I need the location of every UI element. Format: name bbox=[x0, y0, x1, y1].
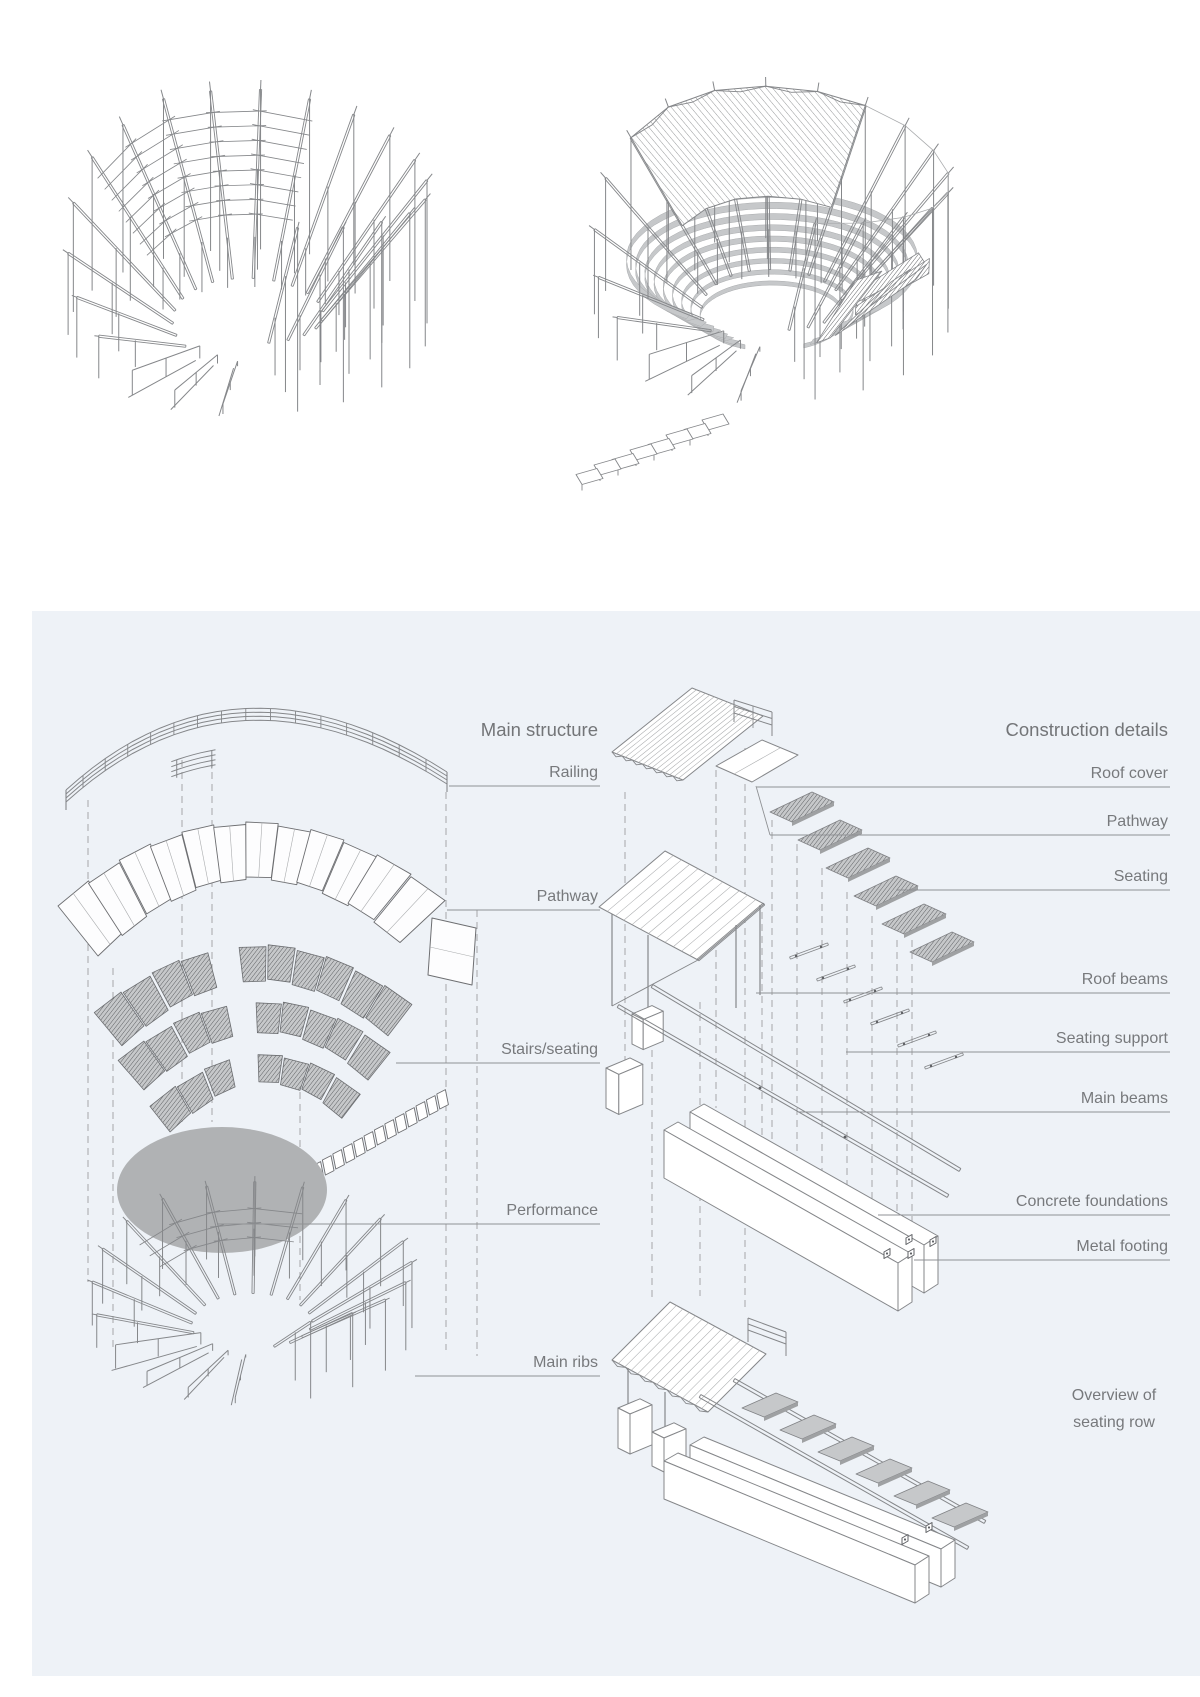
label-stairs-seating: Stairs/seating bbox=[501, 1041, 598, 1058]
roof-beams-piece bbox=[598, 850, 766, 1024]
label-metal-footing: Metal footing bbox=[1076, 1238, 1168, 1255]
label-seating-support: Seating support bbox=[1055, 1030, 1168, 1047]
label-main-ribs: Main ribs bbox=[533, 1354, 598, 1371]
pathway-plate-piece bbox=[715, 739, 799, 783]
label-pathway: Pathway bbox=[536, 888, 598, 905]
structure-ribs bbox=[588, 76, 954, 403]
seating-rows-bands bbox=[626, 190, 918, 350]
label-roof-cover: Roof cover bbox=[1090, 765, 1168, 782]
stair-flights bbox=[816, 252, 930, 344]
dashed-guides bbox=[624, 748, 913, 1310]
overview-caption-line2: seating row bbox=[1073, 1414, 1155, 1431]
performance-area bbox=[117, 1127, 327, 1253]
overview-caption-line1: Overview of bbox=[1071, 1387, 1157, 1404]
roof-cover-piece bbox=[611, 687, 764, 782]
pathway-piece bbox=[57, 821, 477, 986]
label-pathway-detail: Pathway bbox=[1106, 813, 1168, 830]
concrete-foundations-piece bbox=[663, 1103, 939, 1312]
label-concrete-foundations: Concrete foundations bbox=[1015, 1193, 1168, 1210]
rim-line bbox=[815, 105, 949, 224]
descending-walkway bbox=[575, 413, 730, 491]
hanging-concrete-block-1 bbox=[631, 1005, 664, 1051]
overview-seating-row-assembly bbox=[611, 1301, 989, 1604]
label-roof-beams: Roof beams bbox=[1081, 971, 1168, 988]
construction-details-title: Construction details bbox=[1005, 719, 1168, 740]
stairs-seating-piece bbox=[93, 944, 413, 1133]
seating-plates-piece bbox=[769, 791, 975, 966]
top-right-complete-drawing bbox=[575, 76, 954, 491]
label-main-beams: Main beams bbox=[1080, 1090, 1168, 1107]
hanging-concrete-block-2 bbox=[605, 1057, 644, 1115]
label-railing: Railing bbox=[549, 764, 598, 781]
seating-support-piece bbox=[789, 942, 964, 1070]
label-seating: Seating bbox=[1113, 868, 1168, 885]
dashed-guides bbox=[87, 760, 478, 1356]
railing-piece bbox=[65, 707, 448, 810]
main-structure-title: Main structure bbox=[480, 719, 598, 740]
main-structure-exploded-diagram bbox=[57, 707, 478, 1406]
railing-segment-piece bbox=[171, 749, 216, 778]
main-beams-piece bbox=[616, 984, 962, 1198]
main-ribs-piece bbox=[87, 1176, 418, 1406]
roof-railing-piece bbox=[733, 699, 773, 736]
metal-footing-piece bbox=[907, 1236, 937, 1259]
overview-caption: Overview of seating row bbox=[1058, 1382, 1170, 1436]
label-performance: Performance bbox=[506, 1202, 598, 1219]
top-left-skeleton-drawing bbox=[62, 80, 433, 417]
leader-lines bbox=[218, 785, 1170, 1377]
construction-details-exploded-diagram bbox=[598, 687, 989, 1604]
corrugated-roof bbox=[630, 85, 866, 227]
